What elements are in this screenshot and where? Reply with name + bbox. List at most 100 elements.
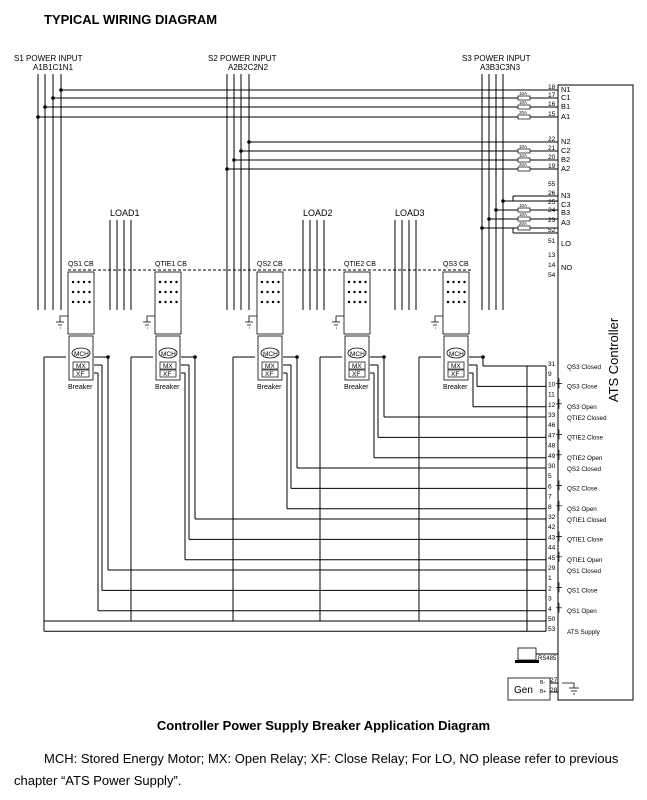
junction-dot — [106, 355, 110, 359]
contact-dot — [271, 290, 275, 294]
mx-relay — [72, 361, 90, 370]
terminal-pin: 46 — [548, 422, 556, 429]
terminal-pin: 6 — [548, 483, 552, 490]
junction-dot — [239, 149, 243, 153]
b-minus-label: B- — [540, 680, 545, 686]
contact-dot — [82, 290, 86, 294]
ground-icon — [143, 315, 155, 329]
xf-relay — [72, 369, 90, 378]
contact-dot — [452, 300, 455, 304]
wiring-diagram: ATS Controller S1 POWER INPUTA1B1C1N1S2 … — [14, 54, 634, 701]
terminal-label: N3 — [561, 191, 571, 200]
breaker-caption: Breaker — [344, 384, 369, 391]
fuse — [517, 166, 531, 172]
contact-dot — [364, 290, 367, 294]
ground-icon — [56, 315, 68, 329]
mx-label: MX — [76, 363, 86, 370]
terminal-label: C2 — [561, 146, 571, 155]
terminal-label: QTIE1 Closed — [567, 517, 607, 524]
contact-dot — [266, 290, 269, 294]
junction-dot — [247, 140, 251, 144]
contact-dot — [175, 300, 178, 304]
contact-symbol — [556, 480, 562, 491]
breaker-caption: Breaker — [443, 384, 468, 391]
contact-symbol — [556, 449, 562, 460]
terminal-pin: 33 — [548, 412, 556, 419]
terminal-pin: 29 — [548, 565, 556, 572]
terminal-label: QS1 Open — [567, 608, 597, 615]
xf-relay — [348, 369, 366, 378]
fuse-rating: 10A — [519, 153, 527, 158]
terminal-pin: 21 — [548, 145, 556, 152]
xf-label: XF — [352, 371, 360, 378]
contact-dot — [82, 280, 86, 284]
contact-dot — [88, 280, 91, 284]
xf-label: XF — [163, 371, 171, 378]
junction-dot — [36, 115, 40, 119]
xf-label: XF — [451, 371, 459, 378]
contact-dot — [358, 290, 362, 294]
junction-dots — [36, 88, 505, 359]
contact-dot — [452, 290, 455, 294]
terminal-pin: 5 — [548, 473, 552, 480]
junction-dot — [59, 88, 63, 92]
mx-label: MX — [451, 363, 461, 370]
terminal-label: C1 — [561, 93, 571, 102]
terminal-label: NO — [561, 263, 572, 272]
terminal-label: QTIE2 Close — [567, 434, 604, 441]
breaker-caption: Breaker — [257, 384, 282, 391]
fuse-rating: 20A — [519, 221, 527, 226]
junction-dot — [501, 199, 505, 203]
terminal-label: QS1 Closed — [567, 568, 601, 575]
mx-label: MX — [352, 363, 362, 370]
terminal-pin: 55 — [548, 181, 556, 188]
contact-dot — [353, 290, 356, 294]
laptop-icon — [517, 647, 537, 661]
breaker-caption: Breaker — [68, 384, 93, 391]
contact-dot — [271, 280, 275, 284]
contact-dot — [164, 290, 167, 294]
contact-dot — [82, 300, 86, 304]
contact-symbol — [556, 551, 562, 562]
terminal-pin: 27 — [550, 677, 558, 684]
xf-relay — [447, 369, 465, 378]
gen-label: Gen — [514, 685, 533, 696]
terminal-label: N1 — [561, 85, 571, 94]
terminal-pin: 44 — [548, 545, 556, 552]
contact-dot — [457, 300, 461, 304]
terminal-pin: 30 — [548, 463, 556, 470]
terminal-label: QS3 Closed — [567, 364, 601, 371]
contact-dot — [364, 300, 367, 304]
junction-dot — [382, 355, 386, 359]
source-phases: A3B3C3N3 — [480, 63, 521, 72]
fuse — [517, 114, 531, 120]
fuse-rating: 20A — [519, 162, 527, 167]
contact-dot — [164, 280, 167, 284]
contact-dot — [158, 290, 162, 294]
ground-icon — [245, 315, 257, 329]
contact-dot — [260, 290, 264, 294]
mch-motor — [446, 347, 466, 359]
contact-dot — [463, 290, 466, 294]
contact-dot — [446, 300, 450, 304]
fuse-rating: 10A — [519, 203, 527, 208]
contact-dot — [71, 290, 75, 294]
contact-symbol — [556, 531, 562, 542]
terminal-pin: 53 — [548, 626, 556, 633]
breaker-caption: Breaker — [155, 384, 180, 391]
source-title: S1 POWER INPUT — [14, 54, 83, 63]
page-title: TYPICAL WIRING DIAGRAM — [44, 12, 218, 27]
fuse — [517, 95, 531, 101]
terminal-pin: 7 — [548, 494, 552, 501]
contact-dot — [446, 290, 450, 294]
terminal-pin: 4 — [548, 606, 552, 613]
contact-dot — [463, 300, 466, 304]
terminal-pin: 8 — [548, 504, 552, 511]
terminal-pin: 49 — [548, 453, 556, 460]
terminal-label: A1 — [561, 112, 570, 121]
breaker-label: QS2 CB — [257, 261, 283, 268]
terminal-pin: 11 — [548, 392, 555, 399]
contact-symbol — [556, 378, 562, 389]
